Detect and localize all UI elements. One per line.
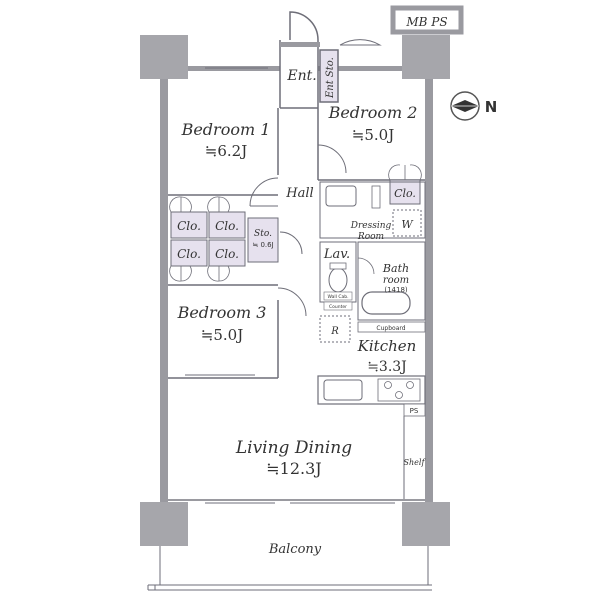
dressing-label-1: Dressing	[350, 221, 392, 231]
storage-small-name: Sto.	[254, 229, 272, 239]
wall-cab-label: Wall Cab.	[327, 294, 348, 300]
bedroom-3	[168, 287, 307, 379]
compass-icon: N	[450, 91, 498, 121]
dressing-sink	[325, 185, 357, 207]
bedroom-1-area: ≒6.2J	[205, 142, 247, 160]
bedroom-2-closet	[388, 164, 422, 205]
bedroom-2-closet-label: Clo.	[394, 187, 416, 200]
balcony-label: Balcony	[268, 542, 322, 557]
bathroom-label-1: Bath	[382, 262, 409, 275]
closets-left	[168, 194, 279, 286]
closet-2	[208, 211, 246, 239]
bathroom-label-2: room	[383, 275, 409, 286]
dressing-label-2: Room	[357, 232, 384, 242]
balcony	[147, 546, 432, 591]
entrance-label: Ent.	[286, 68, 316, 84]
bedroom-3-name: Bedroom 3	[177, 303, 267, 322]
bathtub	[361, 291, 411, 315]
entrance-storage-label: Ent Sto.	[325, 57, 336, 99]
bedroom-1	[205, 67, 279, 207]
refrigerator-label: R	[330, 326, 339, 337]
bathroom	[357, 241, 426, 321]
ps-box	[403, 403, 426, 417]
columns	[140, 35, 450, 546]
closet-3-label: Clo.	[177, 247, 201, 261]
bathroom-size: (1418)	[384, 286, 408, 294]
counter-label: Counter	[329, 304, 347, 310]
closet-1	[170, 211, 208, 239]
kitchen-sink	[323, 379, 363, 401]
closet-1-label: Clo.	[177, 219, 201, 233]
mbps-box: MB PS	[390, 5, 464, 35]
storage-small-area: ≒ 0.6J	[252, 241, 273, 249]
cupboard-label: Cupboard	[376, 325, 405, 332]
cupboard	[357, 321, 426, 333]
kitchen-name: Kitchen	[357, 337, 417, 355]
column-top-right	[402, 35, 450, 79]
compass-letter: N	[485, 98, 498, 116]
closet-4	[208, 239, 246, 267]
toilet	[328, 267, 348, 293]
storage-small	[247, 217, 279, 263]
ps-label: PS	[410, 407, 419, 415]
entrance-storage: Ent Sto.	[319, 49, 339, 103]
dressing-room	[319, 181, 426, 239]
washer-label: W	[401, 218, 414, 231]
kitchen-area: ≒3.3J	[367, 359, 407, 375]
bedroom-2-area: ≒5.0J	[352, 126, 394, 144]
kitchen-counter	[317, 375, 426, 405]
column-top-left	[140, 35, 188, 79]
mbps-label: MB PS	[405, 15, 447, 29]
bedroom-2-name: Bedroom 2	[328, 103, 418, 122]
lavatory-label: Lav.	[323, 247, 350, 262]
closet-2-label: Clo.	[215, 219, 239, 233]
bedroom-3-area: ≒5.0J	[201, 326, 243, 344]
shelf-label: Shelf	[404, 458, 427, 467]
entrance	[279, 11, 320, 109]
lavatory	[319, 241, 357, 311]
column-bottom-right	[402, 502, 450, 546]
hall-label: Hall	[285, 186, 313, 201]
bedroom-1-name: Bedroom 1	[181, 120, 271, 139]
washer-pan	[392, 209, 422, 237]
living-area: ≒12.3J	[266, 459, 321, 478]
closet-3	[170, 239, 208, 267]
living-name: Living Dining	[235, 438, 352, 458]
column-bottom-left	[140, 502, 188, 546]
stove	[377, 378, 421, 402]
closet-4-label: Clo.	[215, 247, 239, 261]
